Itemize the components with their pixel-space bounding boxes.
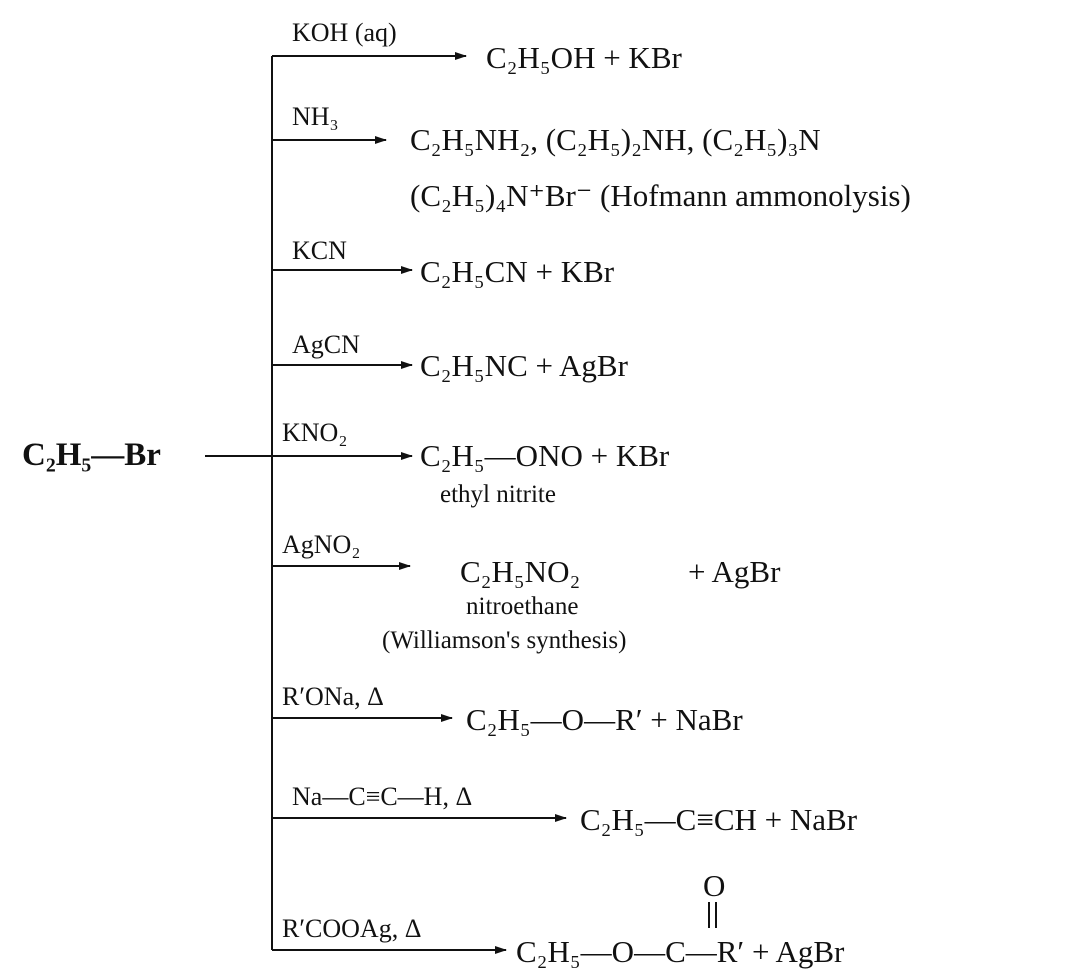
reagent-label-8: Na—C≡C—H, Δ (292, 782, 473, 811)
reagent-label-5: KNO₂ (282, 418, 348, 447)
product-label-9: C₂H₅—O—C—R′ + AgBr (516, 934, 845, 969)
product-label-6: C₂H₅NO₂ (460, 554, 581, 589)
reagent-label-9: R′COOAg, Δ (282, 914, 422, 943)
product-label-7: C₂H₅—O—R′ + NaBr (466, 702, 743, 737)
reagent-label-7: R′ONa, Δ (282, 682, 384, 711)
reactant-label: C₂H₅—Br (22, 437, 161, 473)
note-nitroethane: nitroethane (466, 593, 579, 620)
carbonyl-oxygen: O (703, 868, 726, 903)
product-label-3: C₂H₅CN + KBr (420, 254, 615, 289)
reagent-label-2: NH₃ (292, 102, 339, 131)
product-label-2b: (C₂H₅)₄N⁺Br⁻ (Hofmann ammonolysis) (410, 178, 911, 213)
reagent-label-4: AgCN (292, 330, 360, 359)
product-label-6-plus: + AgBr (688, 554, 781, 589)
product-label-5: C₂H₅—ONO + KBr (420, 438, 670, 473)
reagent-label-3: KCN (292, 236, 347, 265)
product-label-2: C₂H₅NH₂, (C₂H₅)₂NH, (C₂H₅)₃N (410, 122, 821, 157)
note-ethyl-nitrite: ethyl nitrite (440, 481, 556, 508)
product-label-8: C₂H₅—C≡CH + NaBr (580, 802, 858, 837)
reagent-label-1: KOH (aq) (292, 18, 397, 47)
product-label-1: C₂H₅OH + KBr (486, 40, 682, 75)
reagent-label-6: AgNO₂ (282, 530, 361, 559)
product-label-4: C₂H₅NC + AgBr (420, 348, 628, 383)
note-williamson: (Williamson's synthesis) (382, 627, 627, 654)
